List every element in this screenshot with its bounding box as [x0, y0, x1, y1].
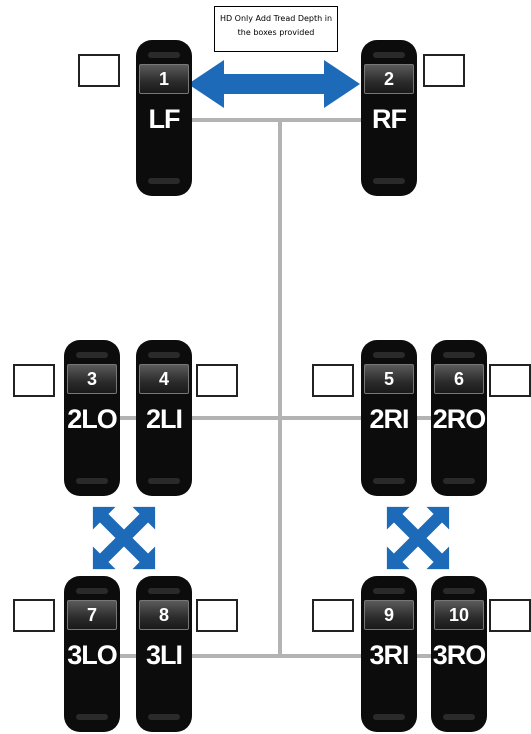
tread-depth-box-6[interactable]: [489, 364, 531, 397]
tire-number: 4: [139, 364, 189, 394]
tire-number: 5: [364, 364, 414, 394]
tire-3lo: 7 3LO: [64, 576, 120, 732]
tire-number: 10: [434, 600, 484, 630]
tread-depth-box-2[interactable]: [423, 54, 465, 87]
tire-position-label: LF: [148, 104, 181, 134]
tread-depth-box-1[interactable]: [78, 54, 120, 87]
tire-3ro: 10 3RO: [431, 576, 487, 732]
tread-depth-box-5[interactable]: [312, 364, 354, 397]
tire-position-label: 2LI: [145, 404, 183, 434]
tread-depth-box-7[interactable]: [13, 599, 55, 632]
tire-position-label: 3LO: [67, 640, 118, 670]
tire-position-label: 2RO: [432, 404, 487, 434]
tire-number: 6: [434, 364, 484, 394]
tire-3li: 8 3LI: [136, 576, 192, 732]
tire-position-label: 2LO: [67, 404, 118, 434]
double-arrow-icon: [188, 60, 360, 108]
tire-position-label: RF: [372, 104, 407, 134]
tire-number: 1: [139, 64, 189, 94]
tire-position-label: 3RO: [432, 640, 487, 670]
tread-depth-box-3[interactable]: [13, 364, 55, 397]
tire-number: 8: [139, 600, 189, 630]
tire-3ri: 9 3RI: [361, 576, 417, 732]
tread-depth-box-9[interactable]: [312, 599, 354, 632]
tire-number: 7: [67, 600, 117, 630]
tire-position-label: 2RI: [369, 404, 409, 434]
tread-depth-box-8[interactable]: [196, 599, 238, 632]
tire-2ri: 5 2RI: [361, 340, 417, 496]
cross-arrows-icon: [92, 506, 156, 570]
tire-number: 2: [364, 64, 414, 94]
tire-position-label: 3LI: [145, 640, 183, 670]
tire-2ro: 6 2RO: [431, 340, 487, 496]
instruction-note: HD Only Add Tread Depth in the boxes pro…: [214, 6, 338, 52]
cross-arrows-icon: [386, 506, 450, 570]
tire-number: 9: [364, 600, 414, 630]
tire-position-label: 3RI: [369, 640, 409, 670]
axle-lines: [120, 118, 432, 658]
tire-2lo: 3 2LO: [64, 340, 120, 496]
tire-lf: 1 LF: [136, 40, 192, 196]
tread-depth-box-10[interactable]: [489, 599, 531, 632]
tire-rf: 2 RF: [361, 40, 417, 196]
tire-number: 3: [67, 364, 117, 394]
tire-2li: 4 2LI: [136, 340, 192, 496]
tread-depth-box-4[interactable]: [196, 364, 238, 397]
